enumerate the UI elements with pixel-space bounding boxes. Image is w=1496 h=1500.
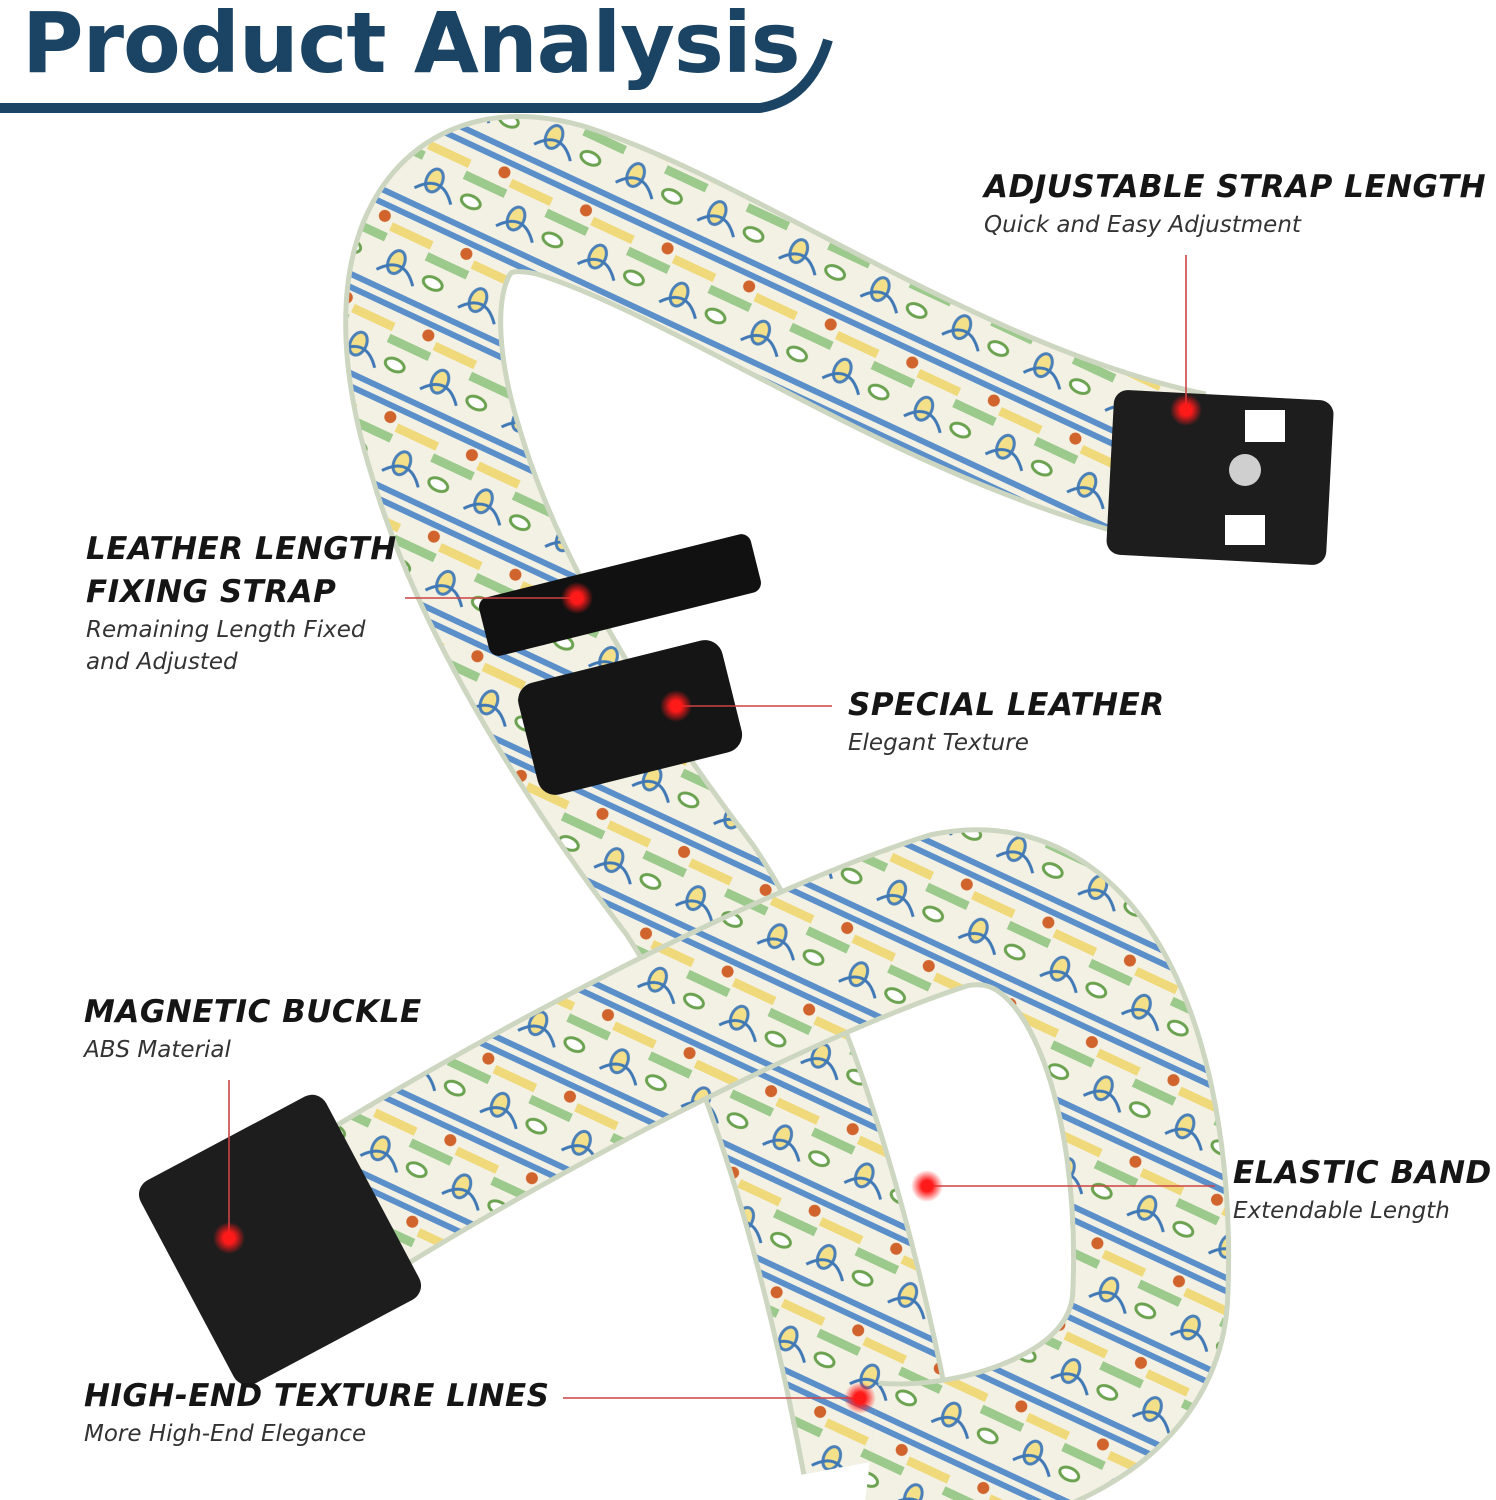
top-buckle bbox=[1106, 390, 1334, 565]
feature-heading: LEATHER LENGTH bbox=[86, 531, 397, 567]
feature-subtitle: Elegant Texture bbox=[848, 730, 1029, 756]
leather-fixing-strap bbox=[479, 534, 761, 656]
feature-adjustable-strap: ADJUSTABLE STRAP LENGTH Quick and Easy A… bbox=[984, 166, 1486, 241]
leader-lines bbox=[228, 255, 1215, 1399]
hotspot-dots bbox=[213, 394, 1202, 1414]
leather-patch bbox=[518, 640, 743, 795]
feature-subtitle: Extendable Length bbox=[1233, 1198, 1450, 1224]
feature-heading: ADJUSTABLE STRAP LENGTH bbox=[984, 169, 1487, 205]
feature-subtitle: Remaining Length Fixed bbox=[86, 617, 366, 643]
feature-heading: FIXING STRAP bbox=[86, 574, 337, 610]
feature-subtitle: Quick and Easy Adjustment bbox=[984, 212, 1301, 238]
feature-heading: MAGNETIC BUCKLE bbox=[84, 994, 422, 1030]
feature-texture-lines: HIGH-END TEXTURE LINES More High-End Ele… bbox=[84, 1375, 550, 1450]
feature-heading: SPECIAL LEATHER bbox=[848, 687, 1165, 723]
bottom-buckle bbox=[138, 1094, 422, 1386]
feature-heading: HIGH-END TEXTURE LINES bbox=[84, 1378, 550, 1414]
page-title: Product Analysis bbox=[22, 0, 801, 92]
feature-heading: ELASTIC BAND bbox=[1233, 1155, 1492, 1191]
feature-leather-fixing-strap: LEATHER LENGTH FIXING STRAP Remaining Le… bbox=[86, 528, 397, 678]
feature-magnetic-buckle: MAGNETIC BUCKLE ABS Material bbox=[84, 991, 422, 1066]
feature-special-leather: SPECIAL LEATHER Elegant Texture bbox=[848, 684, 1165, 759]
title-underline bbox=[0, 38, 833, 113]
feature-subtitle: and Adjusted bbox=[86, 649, 238, 675]
feature-elastic-band: ELASTIC BAND Extendable Length bbox=[1233, 1152, 1492, 1227]
feature-subtitle: More High-End Elegance bbox=[84, 1421, 367, 1447]
feature-subtitle: ABS Material bbox=[84, 1037, 231, 1063]
